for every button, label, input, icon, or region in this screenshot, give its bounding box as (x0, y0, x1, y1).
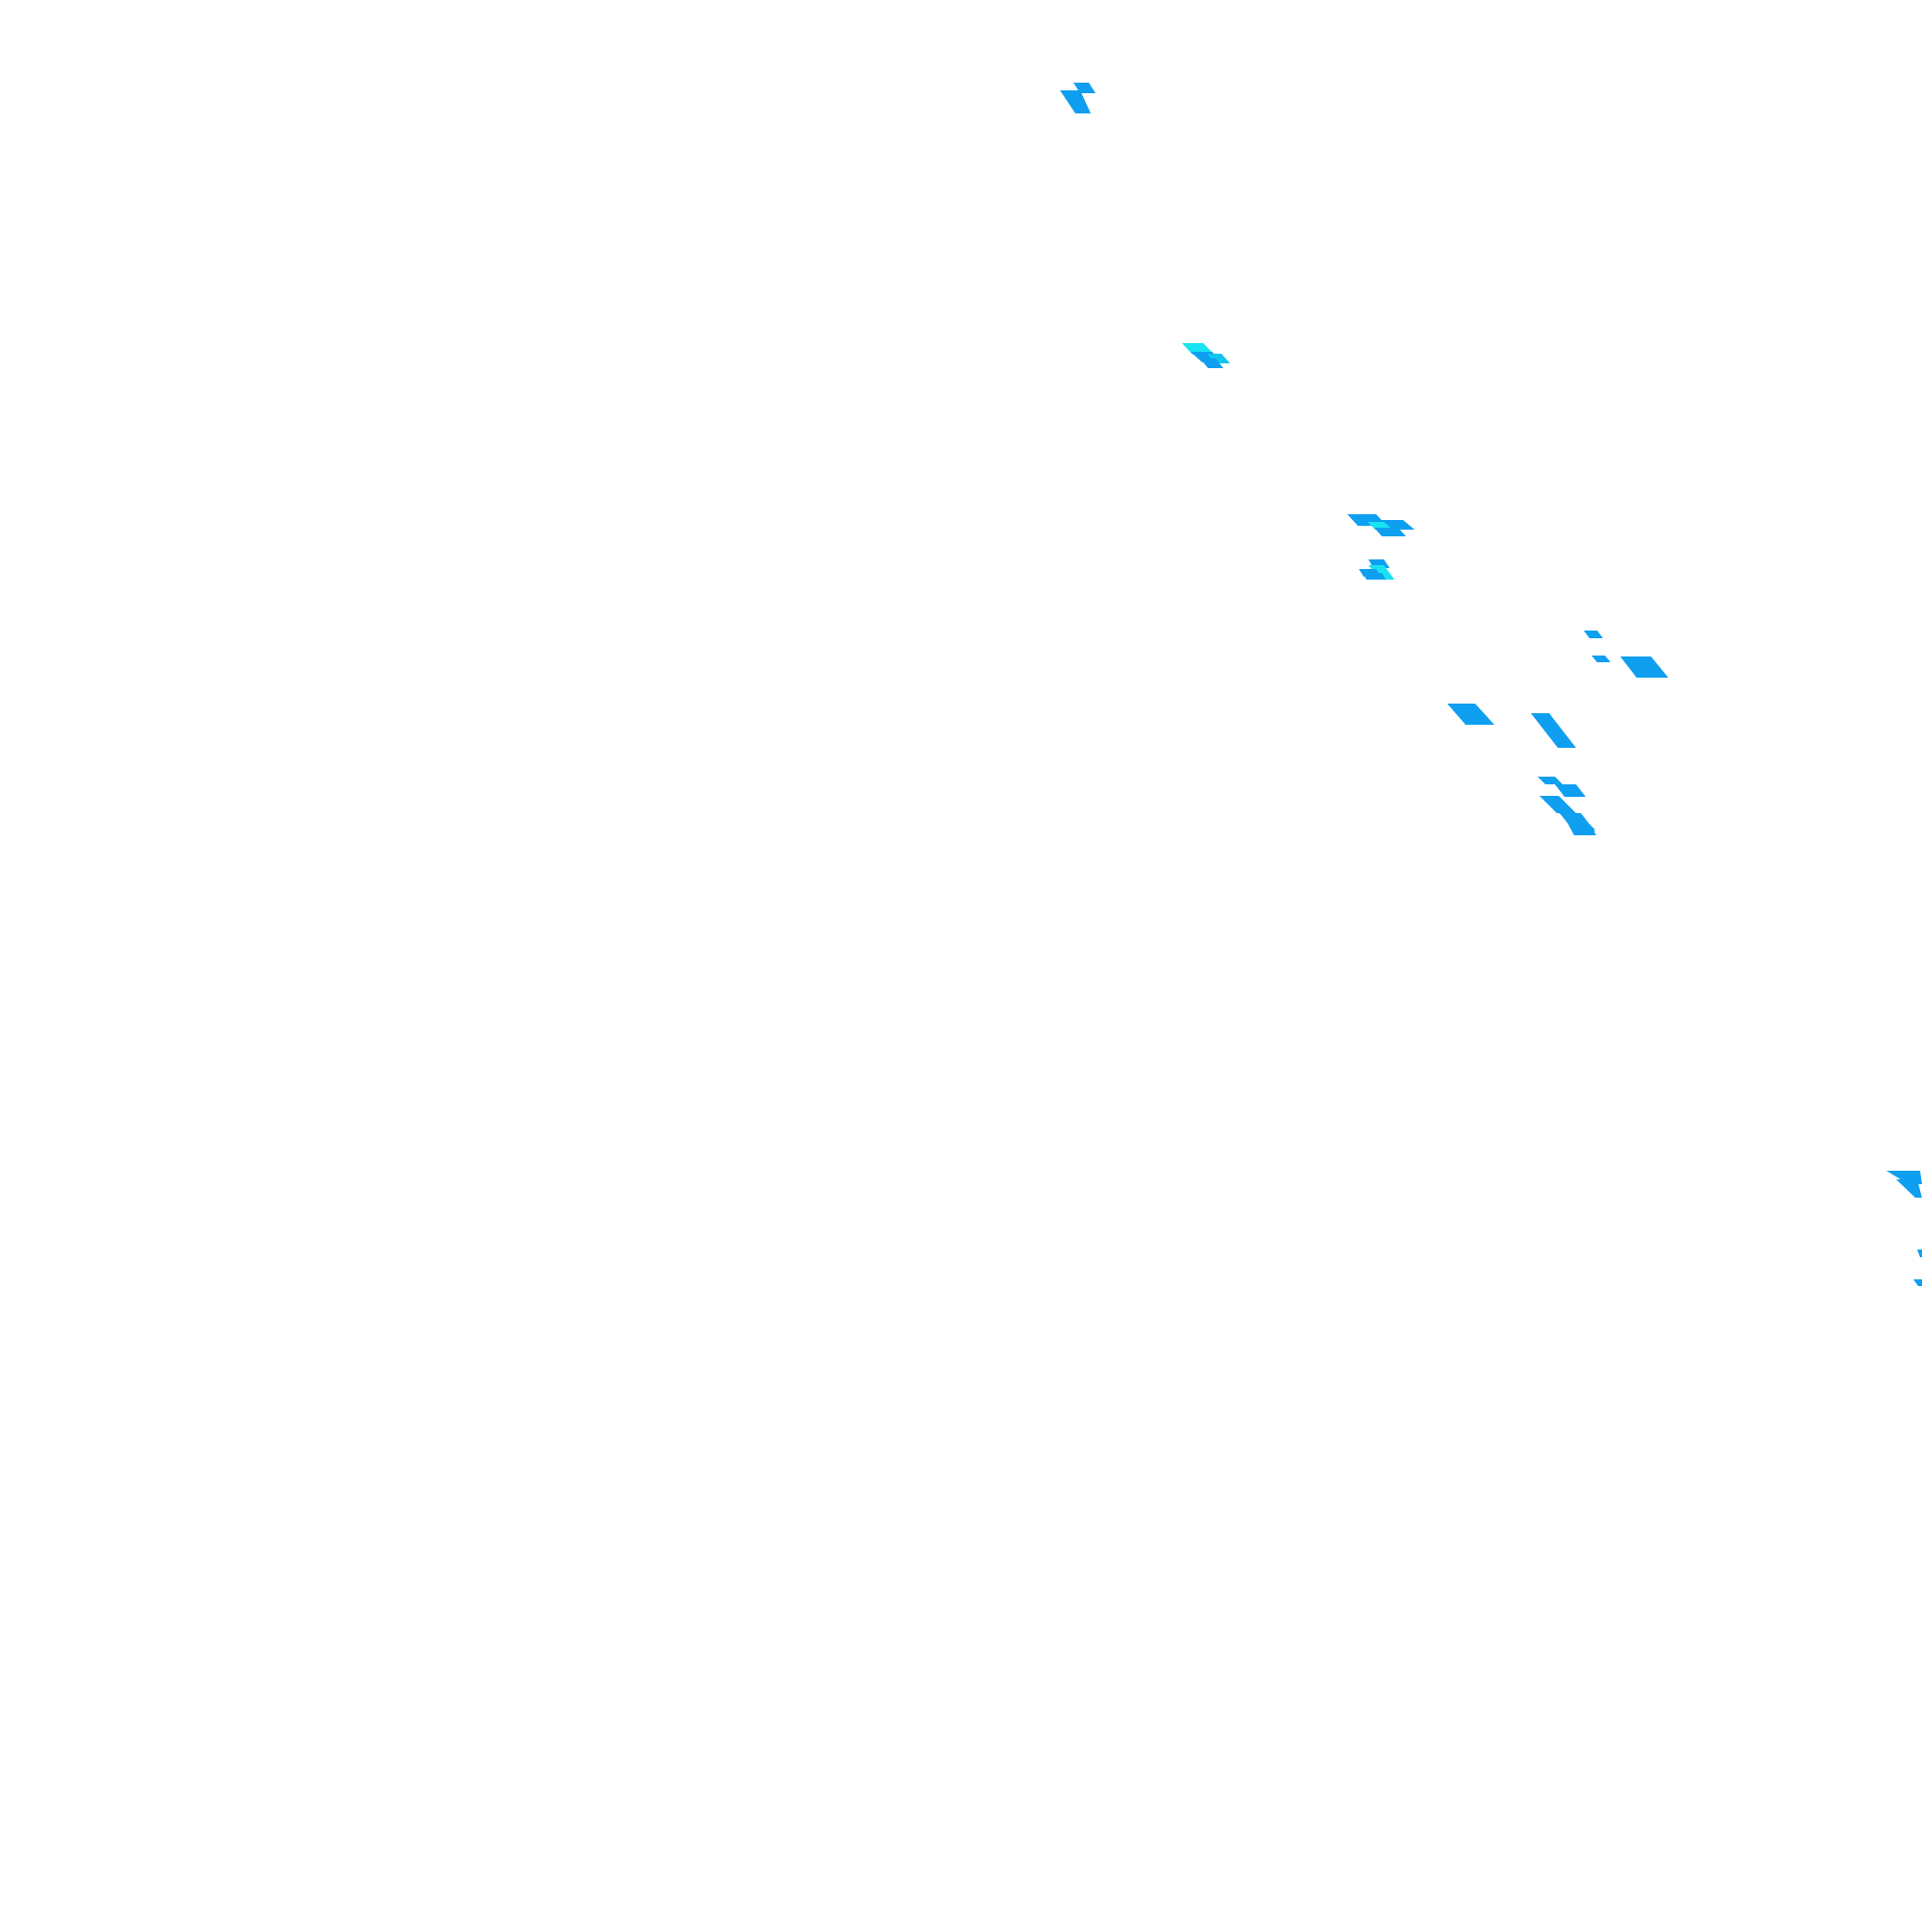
map-tile[interactable] (1584, 631, 1603, 638)
map-tile[interactable] (1896, 1179, 1922, 1198)
tile-cluster-middle[interactable] (1347, 514, 1415, 580)
map-tile[interactable] (1374, 528, 1406, 536)
map-tile[interactable] (1913, 1279, 1922, 1286)
map-tile[interactable] (1060, 90, 1091, 113)
map-tile[interactable] (1591, 656, 1611, 662)
tile-cluster-right-edge[interactable] (1886, 1171, 1922, 1286)
map-tile[interactable] (1363, 573, 1386, 580)
map-tile[interactable] (1368, 565, 1394, 580)
tile-cluster-right-middle[interactable] (1447, 631, 1668, 835)
map-tile[interactable] (1200, 359, 1223, 368)
map-tile[interactable] (1447, 704, 1494, 725)
tile-cluster-top[interactable] (1060, 83, 1096, 113)
map-tile[interactable] (1538, 777, 1563, 784)
map-tile[interactable] (1620, 656, 1668, 678)
map-tile[interactable] (1917, 1250, 1922, 1257)
map-tile[interactable] (1555, 784, 1586, 797)
map-tile[interactable] (1568, 825, 1596, 835)
map-tile[interactable] (1531, 713, 1576, 748)
tile-cluster-upper-middle[interactable] (1182, 343, 1230, 368)
